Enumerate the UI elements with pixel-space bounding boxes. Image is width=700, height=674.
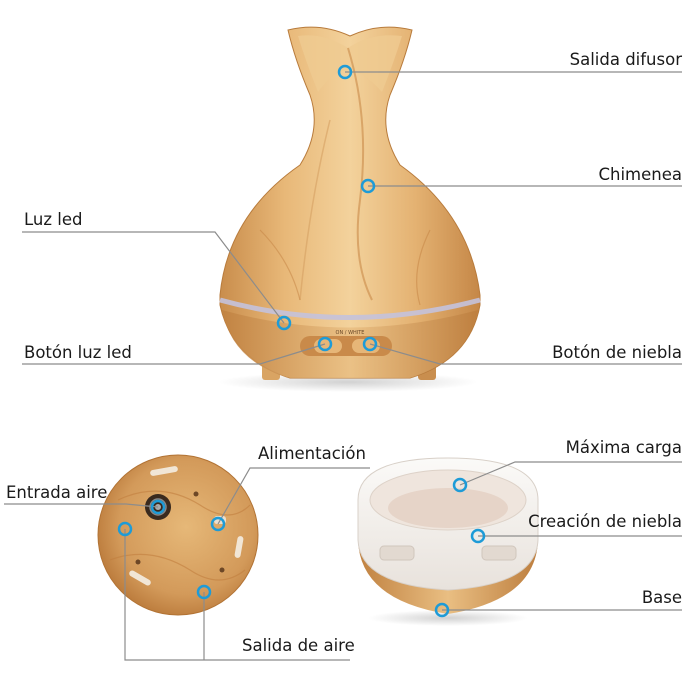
label-salida-difusor: Salida difusor <box>570 50 682 70</box>
label-alimentacion: Alimentación <box>258 444 366 464</box>
label-creacion-niebla: Creación de niebla <box>528 512 682 532</box>
label-luz-led: Luz led <box>24 210 82 230</box>
water-tray <box>358 458 538 626</box>
label-entrada-aire: Entrada aire <box>6 483 107 503</box>
label-boton-niebla: Botón de niebla <box>552 343 682 363</box>
label-base: Base <box>642 588 682 608</box>
button-marking: ON / WHITE <box>336 330 365 336</box>
label-chimenea: Chimenea <box>598 165 682 185</box>
label-maxima-carga: Máxima carga <box>566 438 682 458</box>
vase-diffuser: ON / WHITE <box>218 27 480 392</box>
label-boton-luz-led: Botón luz led <box>24 343 132 363</box>
label-salida-aire: Salida de aire <box>242 636 355 656</box>
